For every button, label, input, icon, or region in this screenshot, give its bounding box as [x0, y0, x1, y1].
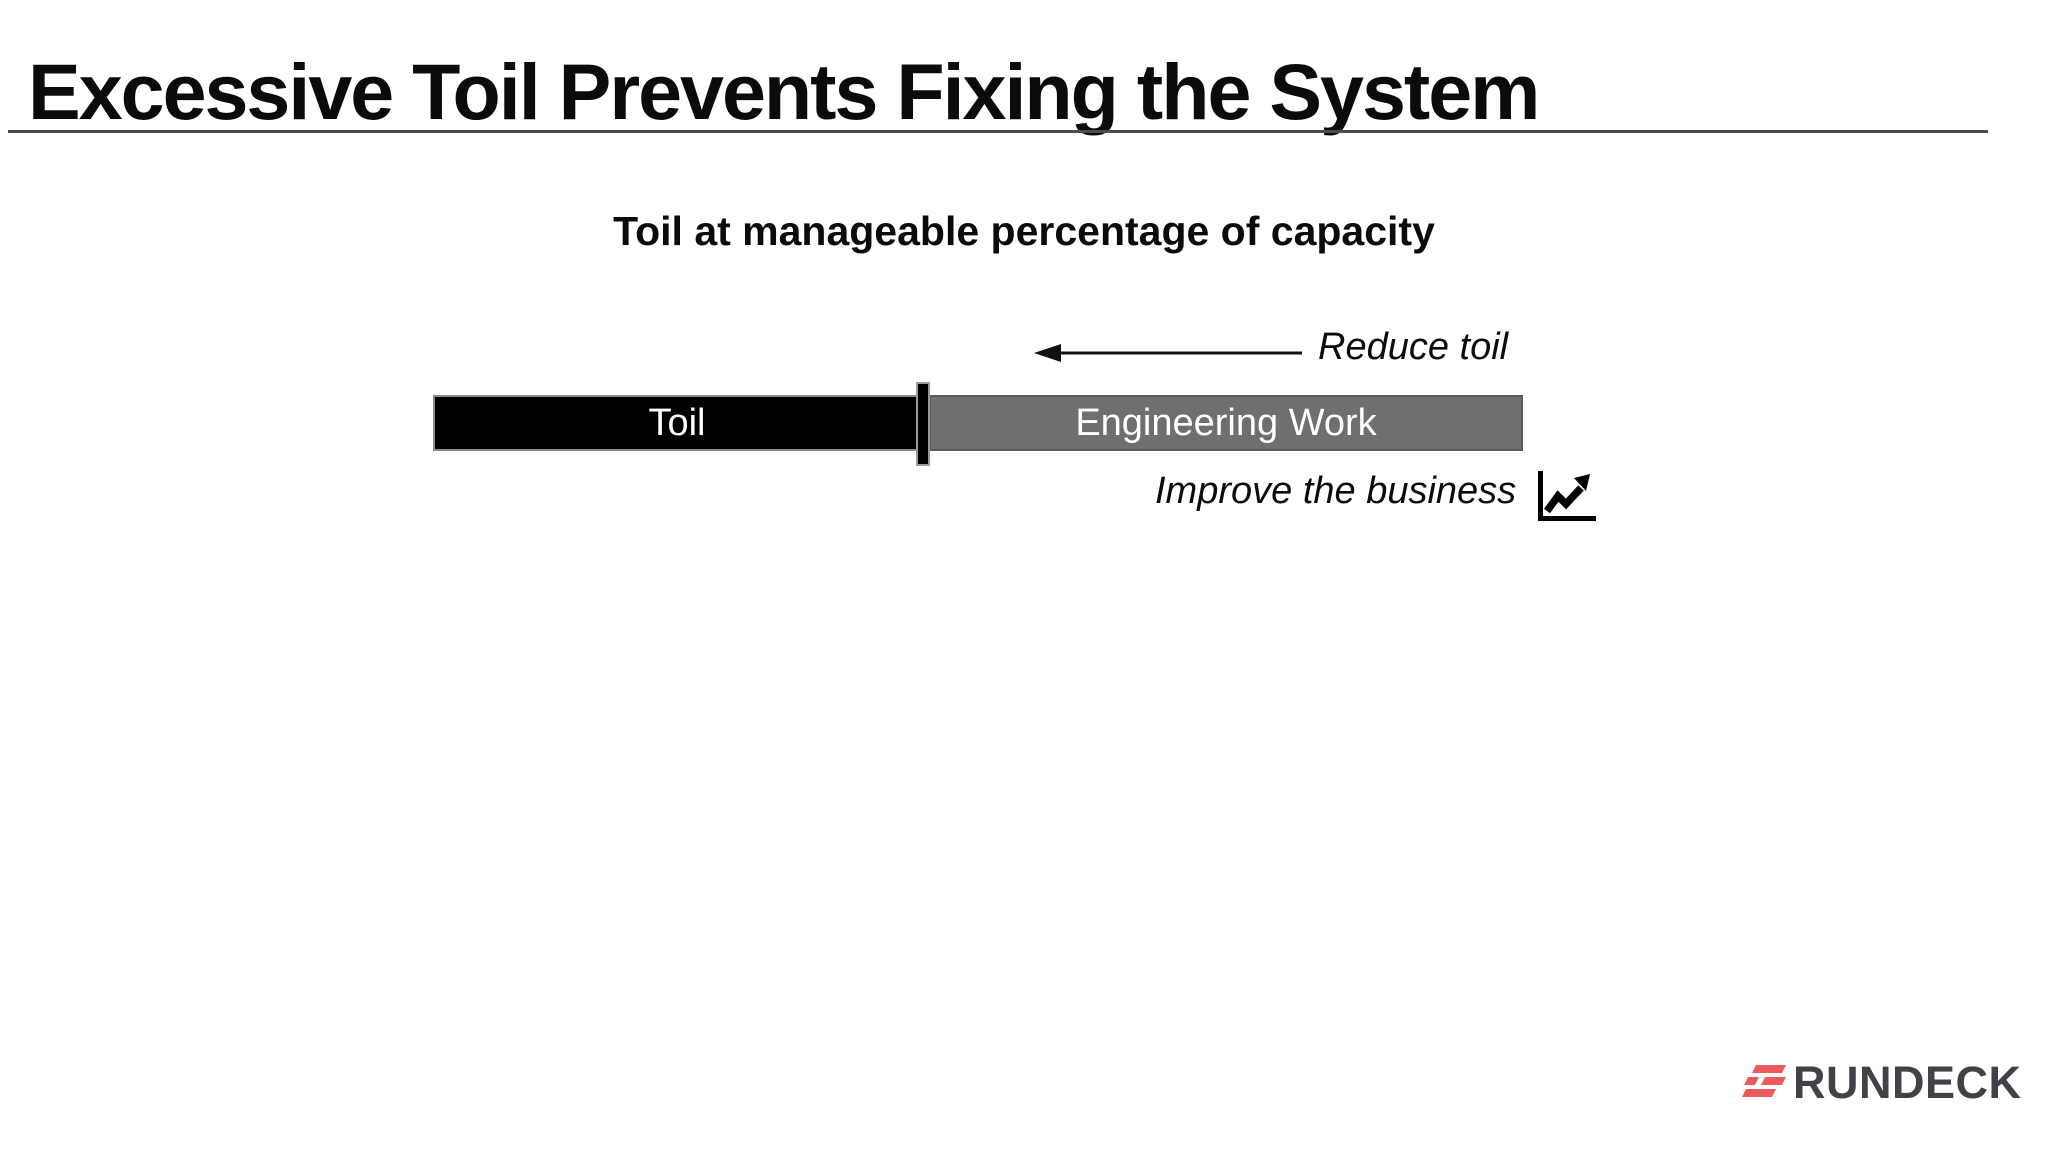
rundeck-mark-icon: [1742, 1064, 1786, 1097]
title-underline: [8, 130, 1988, 133]
improve-business-label: Improve the business: [1155, 470, 1517, 512]
rundeck-logo: RUNDECK: [1740, 1060, 2022, 1105]
engineering-work-segment: Engineering Work: [929, 395, 1523, 451]
toil-segment: Toil: [433, 395, 921, 451]
subtitle: Toil at manageable percentage of capacit…: [613, 208, 1435, 254]
chart-line-up-icon: [1538, 471, 1596, 521]
reduce-toil-label: Reduce toil: [1318, 326, 1509, 368]
toil-boundary-divider: [916, 382, 930, 466]
rundeck-wordmark: RUNDECK: [1793, 1057, 2022, 1108]
page-title: Excessive Toil Prevents Fixing the Syste…: [28, 47, 1540, 136]
engineering-work-segment-label: Engineering Work: [1075, 402, 1377, 444]
left-arrow-icon: [1034, 344, 1302, 362]
toil-segment-label: Toil: [648, 402, 706, 444]
